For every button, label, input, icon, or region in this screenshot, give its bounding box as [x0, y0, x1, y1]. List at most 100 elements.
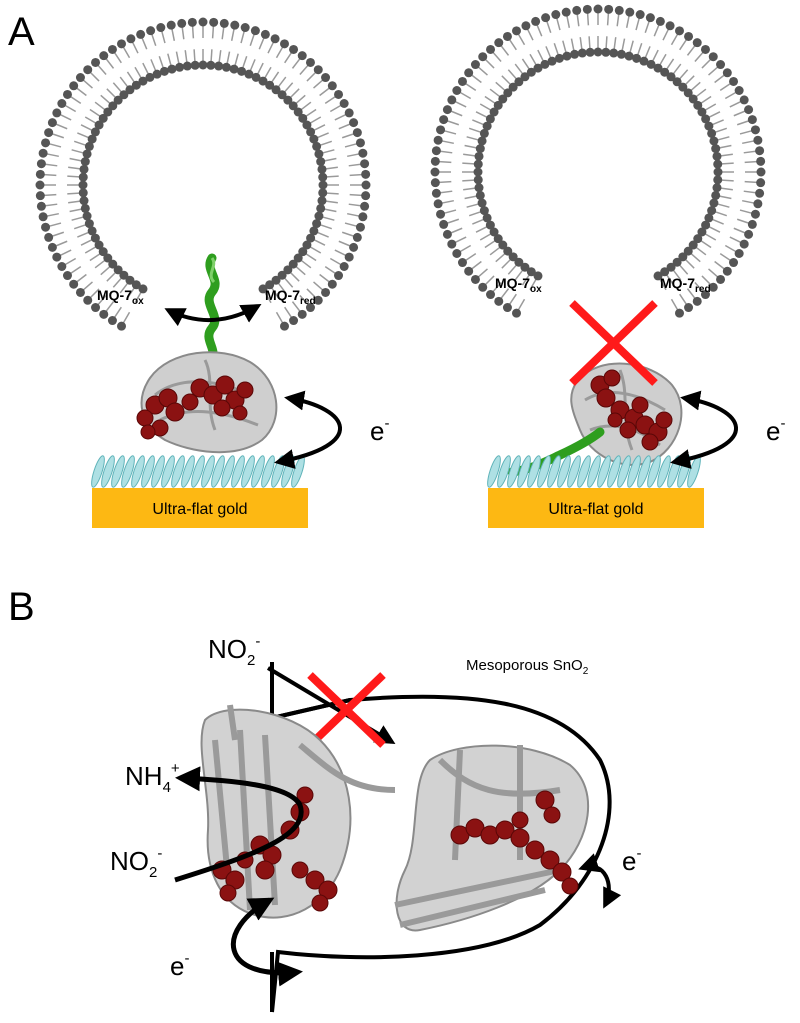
- sam-molecule: [577, 455, 591, 488]
- lipid-head: [684, 303, 694, 313]
- lipid-head: [47, 242, 57, 252]
- sam-molecule: [487, 455, 501, 488]
- lipid-head: [473, 175, 483, 185]
- lipid-head: [309, 134, 319, 144]
- lipid-head: [433, 199, 443, 209]
- lipid-head: [734, 249, 744, 258]
- lipid-head: [430, 156, 440, 166]
- lipid-head: [442, 105, 452, 115]
- electron-arrow-b-bottom: [230, 897, 303, 987]
- lipid-head: [722, 266, 732, 276]
- lipid-head: [678, 252, 688, 262]
- lipid-head: [138, 284, 148, 294]
- lipid-head: [477, 136, 487, 146]
- lipid-head: [470, 274, 480, 284]
- lipid-head: [692, 38, 702, 48]
- lipid-head: [146, 26, 156, 36]
- lipid-head: [177, 18, 187, 28]
- mq-exchange-arrow-left: [164, 304, 262, 327]
- gold-label-right: Ultra-flat gold: [548, 501, 643, 518]
- lipid-head: [498, 94, 508, 104]
- lipid-head: [321, 73, 331, 83]
- lipid-head: [312, 141, 322, 151]
- lipid-head: [258, 284, 268, 294]
- lipid-head: [78, 180, 88, 190]
- lipid-head: [298, 247, 308, 257]
- sam-molecule: [557, 455, 571, 488]
- lipid-head: [352, 232, 362, 242]
- lipid-head: [221, 62, 231, 72]
- heme-cluster-b-right: [450, 790, 579, 895]
- sam-molecule: [567, 455, 581, 488]
- lipid-head: [69, 279, 79, 289]
- lipid-head: [98, 247, 108, 257]
- lipid-head: [482, 121, 492, 131]
- lipid-head: [436, 209, 446, 219]
- lipid-head: [91, 57, 101, 67]
- lipid-head: [753, 199, 763, 209]
- lipid-head: [80, 157, 90, 167]
- lipid-head: [554, 53, 564, 63]
- lipid-head: [145, 72, 155, 82]
- lipid-head: [533, 271, 543, 281]
- lipid-head: [108, 259, 118, 269]
- lipid-head: [94, 120, 104, 130]
- lipid-head: [593, 47, 603, 57]
- lipid-head: [502, 31, 512, 41]
- lipid-head: [113, 265, 123, 275]
- lipid-head: [464, 266, 474, 276]
- lipid-head: [474, 151, 484, 161]
- lipid-head: [503, 246, 513, 256]
- lipid-head: [750, 209, 760, 219]
- lipid-head: [707, 128, 717, 138]
- lipid-head: [701, 220, 711, 230]
- vesicle-right: [430, 4, 766, 318]
- lipid-head: [108, 101, 118, 111]
- lipid-head: [190, 60, 200, 70]
- lipid-head: [551, 10, 561, 20]
- sam-molecule: [191, 455, 205, 488]
- lipid-head: [561, 7, 571, 17]
- lipid-head: [99, 309, 109, 319]
- lipid-head: [159, 66, 169, 76]
- lipid-head: [744, 229, 754, 239]
- lipid-head: [358, 148, 368, 158]
- lipid-head: [209, 17, 219, 27]
- lipid-head: [709, 198, 719, 208]
- lipid-head: [739, 239, 749, 249]
- lipid-head: [514, 77, 524, 87]
- lipid-head: [711, 190, 721, 200]
- lipid-head: [317, 164, 327, 174]
- lipid-head: [240, 23, 250, 33]
- lipid-head: [520, 72, 530, 82]
- lipid-head: [75, 73, 85, 83]
- sam-molecule: [261, 455, 275, 488]
- lipid-head: [317, 196, 327, 206]
- lipid-head: [52, 252, 62, 262]
- lipid-head: [477, 198, 487, 208]
- lipid-head: [624, 51, 634, 61]
- lipid-head: [156, 23, 166, 33]
- lipid-head: [339, 99, 349, 108]
- lipid-head: [665, 21, 675, 31]
- lipid-head: [305, 303, 315, 313]
- lipid-head: [526, 67, 536, 77]
- sam-molecule: [647, 455, 661, 488]
- lipid-head: [512, 26, 521, 36]
- lipid-head: [722, 68, 732, 78]
- lipid-head: [498, 240, 508, 250]
- lipid-head: [473, 159, 483, 169]
- lipid-head: [593, 4, 603, 14]
- lipid-head: [457, 258, 467, 268]
- lipid-head: [452, 249, 462, 258]
- lipid-head: [666, 72, 676, 82]
- lipid-head: [265, 280, 275, 290]
- lipid-head: [119, 270, 129, 280]
- lipid-head: [265, 80, 275, 90]
- lipid-head: [672, 257, 682, 267]
- lipid-head: [489, 227, 499, 237]
- lipid-head: [729, 258, 739, 268]
- lipid-head: [35, 191, 45, 201]
- lipid-head: [47, 118, 57, 128]
